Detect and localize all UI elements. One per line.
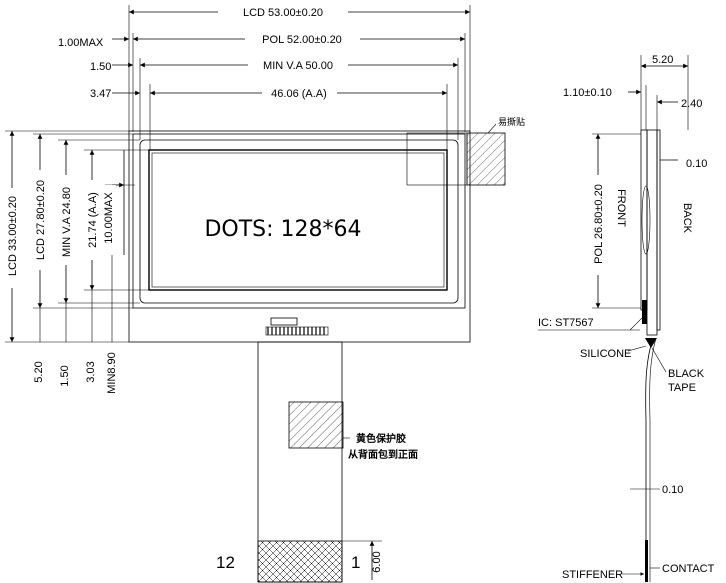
dim-pol-width: POL 52.00±0.20: [262, 34, 342, 46]
silicone-label: SILICONE: [580, 348, 631, 360]
contact-label: CONTACT: [662, 563, 715, 575]
peel-tab-label: 易撕贴: [498, 116, 525, 127]
side-fpc: [645, 337, 654, 582]
fpc-connector: [270, 317, 298, 326]
silicone-blob: [645, 338, 657, 348]
dim-va-width: MIN V.A 50.00: [263, 60, 333, 72]
dim-3-47: 3.47: [90, 88, 111, 100]
stiffener-area: [257, 540, 343, 583]
left-extension-lines: [5, 130, 150, 343]
viewing-area-outline: [139, 139, 459, 304]
side-lens: [641, 185, 651, 255]
dim-1-50-top: 1.50: [90, 61, 111, 73]
pin-1-label: 1: [351, 553, 360, 572]
pin-12-label: 12: [216, 553, 235, 572]
side-ic: [642, 300, 647, 324]
side-dim-5-20: 5.20: [652, 54, 673, 66]
dim-aa-height: 21.74 (A.A): [87, 192, 99, 248]
dim-1-50-bottom: 1.50: [59, 365, 71, 386]
dim-3-03: 3.03: [85, 361, 97, 382]
dim-min8-90: MIN8.90: [106, 352, 118, 394]
dim-fpc-6-00: 6.00: [371, 551, 383, 572]
side-dim-0-10-bottom: 0.10: [662, 484, 683, 496]
side-panel-rear: [646, 129, 658, 336]
dim-lcd-height: LCD 33.00±0.20: [7, 196, 19, 276]
dim-5-20-bottom: 5.20: [33, 361, 45, 382]
dim-lcd-width: LCD 53.00±0.20: [243, 7, 323, 19]
black-tape-label-1: BLACK: [668, 368, 705, 380]
dots-label: DOTS: 128*64: [204, 217, 361, 242]
dim-1-00max: 1.00MAX: [58, 37, 104, 49]
side-dim-2-40: 2.40: [681, 98, 702, 110]
stiffener-label: STIFFENER: [562, 569, 623, 581]
side-dim-0-10-top: 0.10: [686, 158, 707, 170]
ic-label: IC: ST7567: [538, 317, 594, 329]
polarizer-outline: [132, 133, 466, 309]
dim-10-00max: 10.00MAX: [103, 192, 115, 244]
side-backlight: [656, 129, 661, 331]
yellow-tape: [288, 401, 344, 449]
black-tape-label-2: TAPE: [668, 382, 696, 394]
dim-aa-width: 46.06 (A.A): [271, 88, 327, 100]
active-area-outline: [148, 149, 448, 291]
fpc-pins: [265, 326, 329, 336]
dim-va-height: MIN V.A 24.80: [61, 187, 73, 257]
dim-lcd-pol-height: LCD 27.80±0.20: [35, 180, 47, 260]
side-dim-1-10: 1.10±0.10: [563, 87, 612, 99]
tape-note-line1: 黄色保护胶: [356, 432, 406, 445]
top-extension-lines: [128, 5, 471, 150]
peel-tab: [466, 132, 506, 186]
front-view: LCD 53.00±0.20 POL 52.00±0.20 MIN V.A 50…: [4, 4, 525, 583]
tape-note-line2: 从背面包到正面: [348, 448, 418, 461]
side-view: 5.20 1.10±0.10 2.40 0.10 FRONT BACK POL …: [538, 54, 715, 582]
side-front-label: FRONT: [615, 189, 627, 227]
side-dim-pol-height: POL 26.80±0.20: [593, 184, 605, 264]
side-back-label: BACK: [681, 203, 693, 234]
side-stiffener: [645, 540, 648, 582]
